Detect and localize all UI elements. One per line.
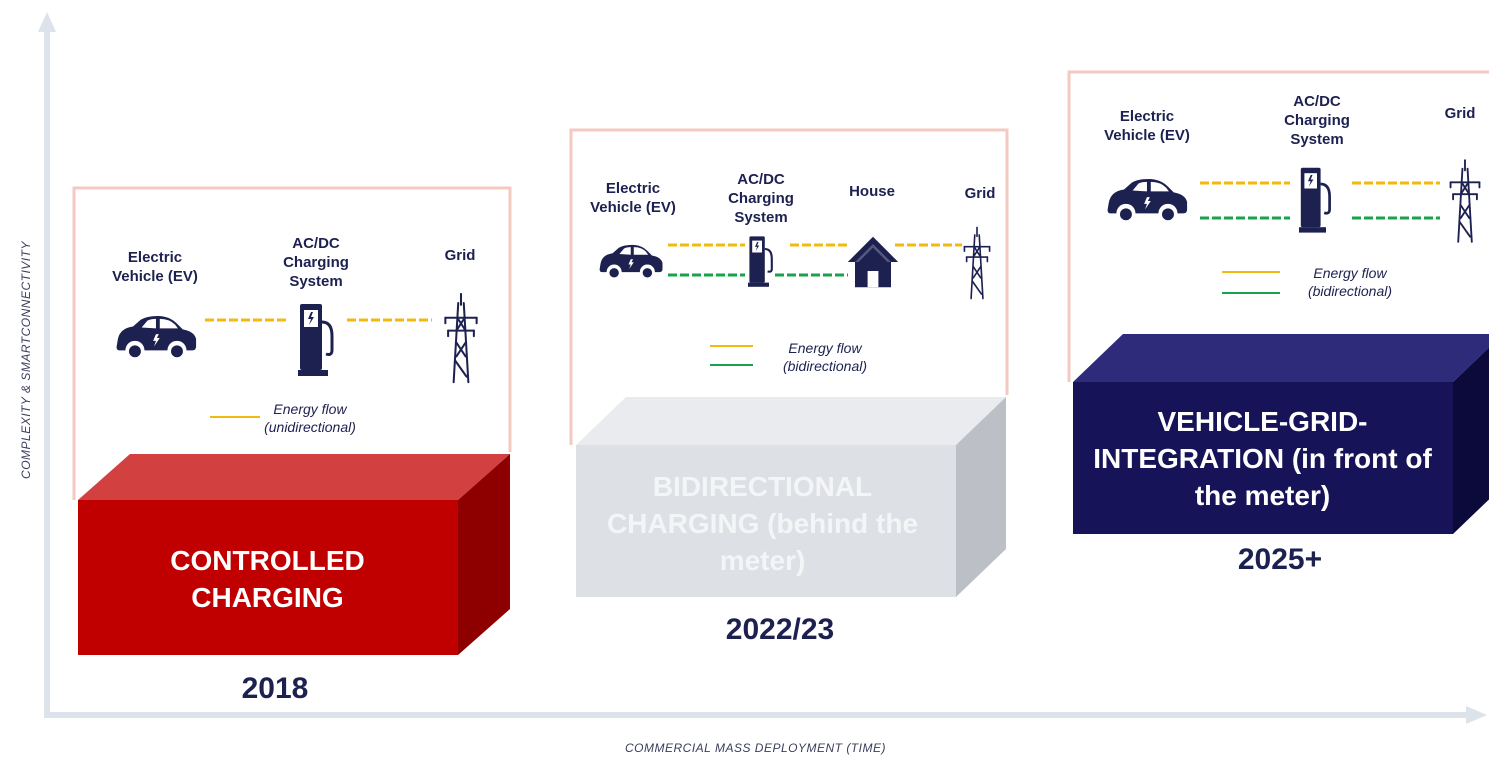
- stage1-box-front: [78, 500, 458, 655]
- stage3-charger-label: AC/DC Charging System: [1284, 93, 1350, 148]
- stage1-box-title: CONTROLLED CHARGING: [170, 545, 365, 613]
- stage3-box-title: VEHICLE-GRID-INTEGRATION (in front of th…: [1093, 406, 1432, 511]
- stage2-frame: [569, 128, 1009, 445]
- stage2-house-label: House: [849, 183, 895, 200]
- stage3-frame: [1067, 70, 1489, 382]
- stage3-box-top: [1073, 334, 1489, 382]
- stage2-house-icon: [847, 236, 899, 288]
- y-axis-arrow: [38, 12, 56, 32]
- stage1-box-side: [458, 454, 510, 655]
- stage1-car-icon: [115, 315, 198, 359]
- stage2-legend-flow: Energy flow (bidirectional): [760, 339, 890, 375]
- stage2-grid-label: Grid: [964, 185, 996, 202]
- x-axis-label: COMMERCIAL MASS DEPLOYMENT (TIME): [625, 741, 886, 755]
- stage2-box-title: BIDIRECTIONAL CHARGING (behind the meter…: [606, 471, 919, 576]
- stage1-pylon-icon: [444, 292, 478, 384]
- axes: [38, 12, 1487, 724]
- stage2-car-icon: [598, 243, 664, 280]
- stage1-ev-label: Electric Vehicle (EV): [112, 249, 198, 285]
- stage1-grid-label: Grid: [444, 247, 476, 264]
- stage-frames: [72, 70, 1489, 500]
- stage1-frame: [72, 186, 512, 500]
- flow-lines: [205, 181, 1440, 418]
- stage3-legend-flow-text: Energy flow: [1313, 265, 1387, 281]
- stage2-box-top: [576, 397, 1006, 445]
- stage3-pylon-icon: [1449, 159, 1481, 243]
- stage2-year: 2022/23: [725, 613, 835, 646]
- stage3-ev-label: Electric Vehicle (EV): [1104, 108, 1190, 144]
- stage-boxes: [78, 334, 1489, 655]
- stage3-car-icon: [1106, 178, 1189, 222]
- stage2-legend-flow-text: Energy flow: [788, 340, 862, 356]
- stage1-charger-label: AC/DC Charging System: [283, 235, 349, 290]
- stage3-box-side: [1453, 347, 1489, 534]
- x-axis-arrow: [1466, 706, 1487, 724]
- stage1-legend-direction: (unidirectional): [264, 419, 356, 435]
- stage2-charger-label: AC/DC Charging System: [728, 171, 794, 226]
- stage2-ev-label: Electric Vehicle (EV): [590, 180, 676, 216]
- stage2-pylon-icon: [963, 226, 991, 300]
- stage3-charger-icon: [1297, 166, 1332, 235]
- stage2-box-side: [956, 397, 1006, 597]
- stage1-box-top: [78, 454, 510, 500]
- stage3-legend-direction: (bidirectional): [1307, 283, 1393, 299]
- stage3-grid-label: Grid: [1444, 105, 1476, 122]
- stage1-charger-icon: [298, 302, 334, 378]
- stage1-year: 2018: [241, 672, 309, 705]
- stage3-legend-flow: Energy flow (bidirectional): [1285, 264, 1415, 300]
- stage2-box-front: [576, 445, 956, 597]
- stage1-legend-flow-text: Energy flow: [273, 401, 347, 417]
- stage2-legend-direction: (bidirectional): [782, 358, 868, 374]
- stage3-year: 2025+: [1237, 543, 1323, 576]
- stage2-charger-icon: [746, 235, 773, 288]
- stage1-legend-flow: Energy flow (unidirectional): [245, 400, 375, 436]
- stage3-box-front: [1073, 382, 1453, 534]
- y-axis-label: COMPLEXITY & SMARTCONNECTIVITY: [19, 241, 33, 479]
